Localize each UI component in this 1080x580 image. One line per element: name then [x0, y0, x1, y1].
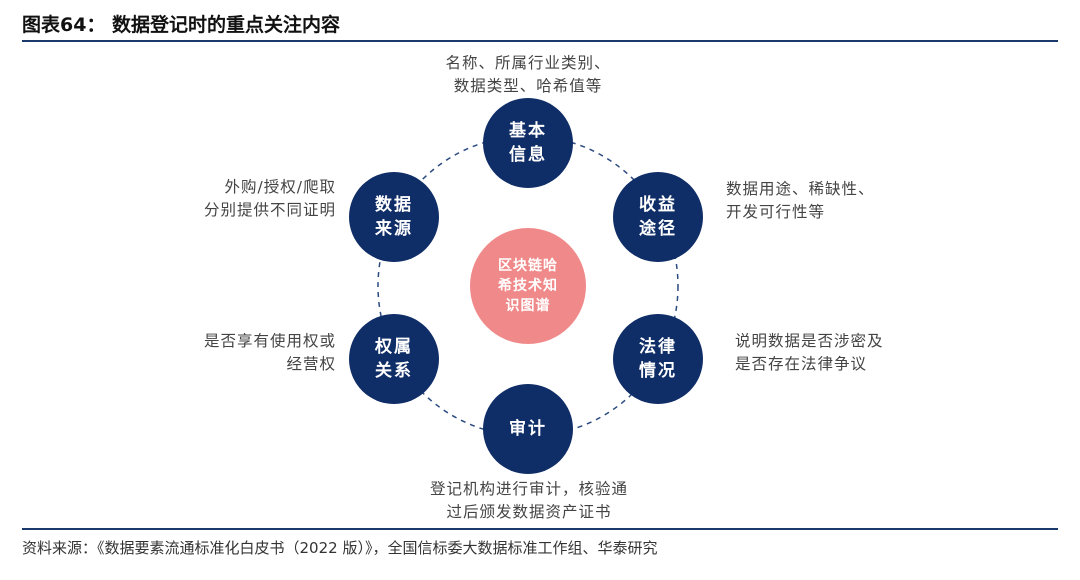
top-rule [22, 40, 1058, 42]
center-label: 区块链哈希技术知识图谱 [498, 258, 558, 314]
legal-line2: 是否存在法律争议 [735, 355, 868, 373]
legal-line1: 说明数据是否涉密及 [735, 332, 884, 350]
basic-info-line2: 数据类型、哈希值等 [453, 77, 603, 95]
node-legal: 法律情况 [613, 314, 703, 404]
data-source-line2: 分别提供不同证明 [203, 201, 336, 219]
basic-info-line1: 名称、所属行业类别、 [445, 54, 611, 72]
node-audit: 审计 [483, 384, 573, 474]
center-circle: 区块链哈希技术知识图谱 [470, 228, 586, 344]
node-ownership: 权属关系 [349, 314, 439, 404]
node-data-source-label: 数据来源 [375, 195, 413, 239]
data-source-line1: 外购/授权/爬取 [224, 178, 336, 196]
bottom-rule [22, 528, 1058, 530]
revenue-description: 数据用途、稀缺性、 开发可行性等 [726, 178, 875, 224]
figure-title: 图表64： 数据登记时的重点关注内容 [22, 14, 341, 36]
revenue-line1: 数据用途、稀缺性、 [726, 180, 875, 198]
ownership-line2: 经营权 [286, 355, 336, 373]
audit-line1: 登记机构进行审计，核验通 [429, 480, 628, 498]
node-audit-label: 审计 [509, 419, 547, 439]
node-data-source: 数据来源 [349, 172, 439, 262]
audit-line2: 过后颁发数据资产证书 [446, 503, 612, 521]
revenue-line2: 开发可行性等 [726, 203, 826, 221]
basic-info-description: 名称、所属行业类别、 数据类型、哈希值等 [420, 52, 636, 98]
node-basic-info-label: 基本信息 [509, 121, 547, 165]
source-note: 资料来源：《数据要素流通标准化白皮书（2022 版）》，全国信标委大数据标准工作… [22, 539, 658, 557]
data-source-description: 外购/授权/爬取 分别提供不同证明 [160, 176, 336, 222]
audit-description: 登记机构进行审计，核验通 过后颁发数据资产证书 [398, 478, 660, 524]
node-revenue-label: 收益途径 [639, 195, 677, 239]
node-revenue: 收益途径 [613, 172, 703, 262]
node-basic-info: 基本信息 [483, 98, 573, 188]
node-legal-label: 法律情况 [639, 337, 677, 381]
ownership-description: 是否享有使用权或 经营权 [160, 330, 336, 376]
node-ownership-label: 权属关系 [375, 337, 413, 381]
legal-description: 说明数据是否涉密及 是否存在法律争议 [735, 330, 884, 376]
ownership-line1: 是否享有使用权或 [203, 332, 336, 350]
